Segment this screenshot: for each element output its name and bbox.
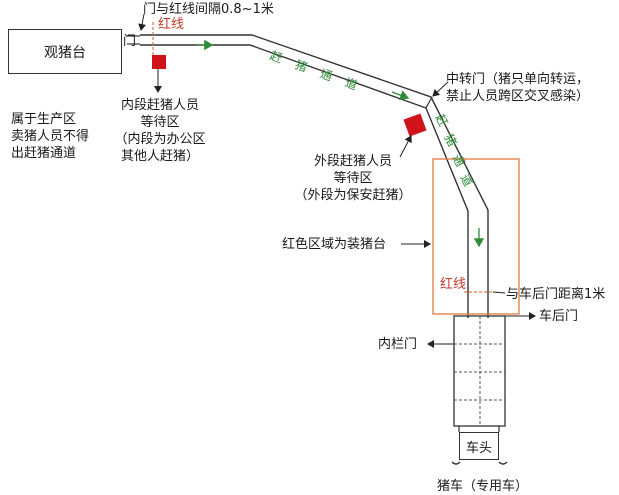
gate-gap-label: 门与红线间隔0.8~1米 <box>143 2 274 17</box>
rear-door-label: 车后门 <box>539 309 579 324</box>
transfer-gate-line <box>425 96 433 109</box>
truck-label: 猪车（专用车） <box>437 479 529 494</box>
transfer-gate-label: 中转门（猪只单向转运， 禁止人员跨区交叉感染） <box>446 72 590 104</box>
outer-wait-marker <box>403 113 427 137</box>
inner-rail-gate-label: 内栏门 <box>378 337 418 352</box>
observation-note: 属于生产区 卖猪人员不得 出赶猪通道 <box>11 112 90 161</box>
outer-wait-label: 外段赶猪人员 等待区 （外段为保安赶猪） <box>294 154 412 203</box>
red-line-top-label: 红线 <box>158 17 185 32</box>
rear-gate-distance-label: 与车后门距离1米 <box>506 287 606 302</box>
observation-deck-box: 观猪台 <box>8 29 122 74</box>
truck-head-box: 车头 <box>459 432 499 460</box>
inner-wait-marker <box>152 55 166 69</box>
loading-zone-box <box>432 158 520 315</box>
loading-zone-label: 红色区域为装猪台 <box>282 237 387 252</box>
corridor-outer-wall <box>140 34 489 318</box>
gate-label: 门 <box>123 34 137 49</box>
truck-head-label: 车头 <box>465 440 492 456</box>
inner-wait-label: 内段赶猪人员 等待区 （内段为办公区 其他人赶猪） <box>114 98 206 164</box>
red-line-bottom-label: 红线 <box>440 277 467 292</box>
observation-deck-label: 观猪台 <box>44 44 86 61</box>
